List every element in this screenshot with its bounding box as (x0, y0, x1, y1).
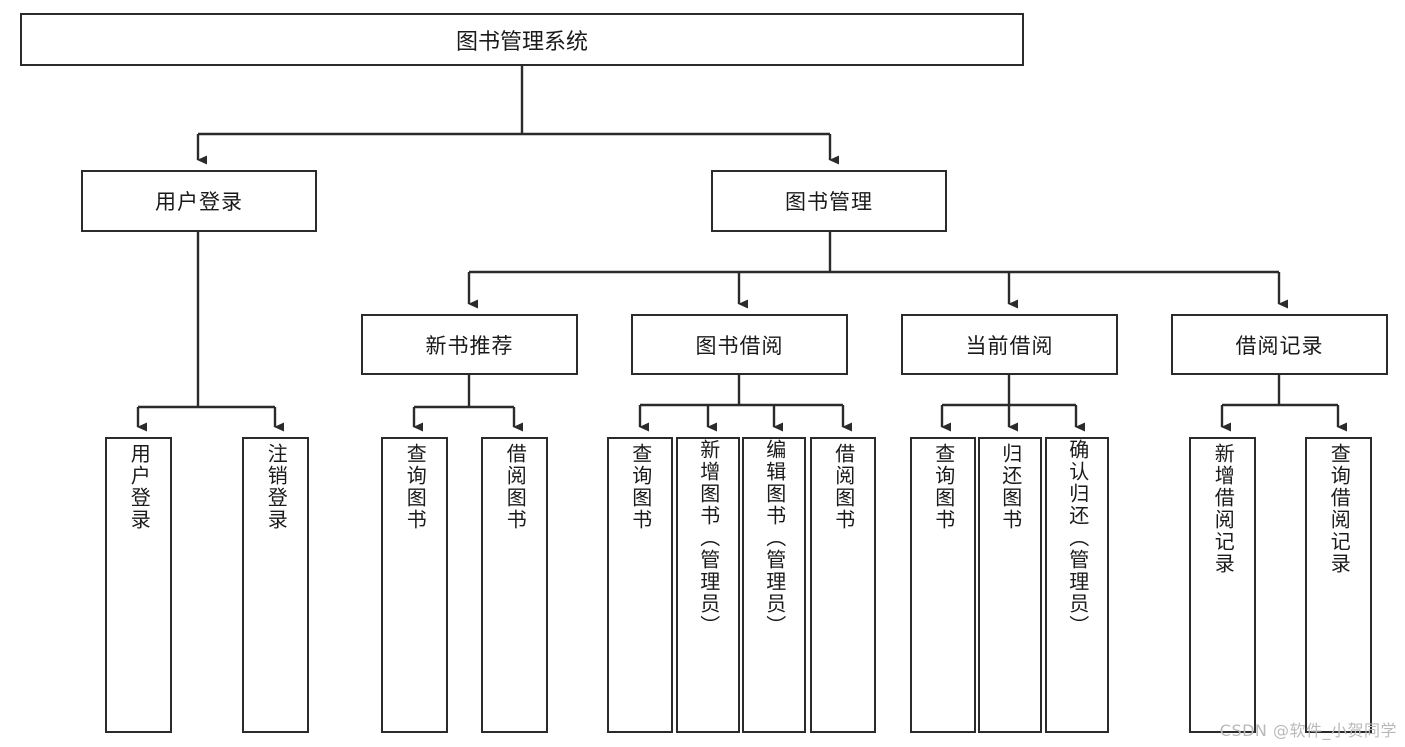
leaf-borrow-record-query[interactable]: 查询借阅记录 (1305, 437, 1372, 733)
leaf-label: 查询图书 (403, 443, 428, 531)
node-book-management-label: 图书管理 (785, 190, 873, 214)
leaf-new-book-borrow[interactable]: 借阅图书 (481, 437, 548, 733)
leaf-new-book-query[interactable]: 查询图书 (381, 437, 448, 733)
leaf-label: 编辑图书（管理员） (762, 439, 787, 637)
leaf-label: 查询图书 (931, 443, 956, 531)
leaf-label: 用户登录 (127, 443, 152, 531)
leaf-label: 查询借阅记录 (1327, 443, 1352, 575)
node-borrow-record-label: 借阅记录 (1235, 333, 1324, 358)
node-current-borrow[interactable]: 当前借阅 (901, 314, 1118, 375)
node-book-management[interactable]: 图书管理 (711, 170, 947, 232)
node-user-login-label: 用户登录 (155, 190, 243, 214)
leaf-user-login-login[interactable]: 用户登录 (105, 437, 172, 733)
leaf-borrow-record-add[interactable]: 新增借阅记录 (1189, 437, 1256, 733)
leaf-book-borrow-query[interactable]: 查询图书 (607, 437, 673, 733)
leaf-label: 借阅图书 (503, 443, 528, 531)
node-book-borrow[interactable]: 图书借阅 (631, 314, 848, 375)
leaf-label: 注销登录 (264, 443, 289, 531)
node-current-borrow-label: 当前借阅 (965, 333, 1054, 358)
leaf-book-borrow-borrow[interactable]: 借阅图书 (810, 437, 876, 733)
node-book-borrow-label: 图书借阅 (695, 333, 784, 358)
leaf-label: 新增图书（管理员） (696, 439, 721, 637)
leaf-label: 查询图书 (628, 443, 653, 531)
node-user-login[interactable]: 用户登录 (81, 170, 317, 232)
leaf-label: 确认归还（管理员） (1065, 439, 1090, 637)
node-new-book-recommend-label: 新书推荐 (425, 333, 514, 358)
leaf-current-borrow-return[interactable]: 归还图书 (978, 437, 1042, 733)
node-root-label: 图书管理系统 (455, 29, 588, 55)
watermark: CSDN @软件_小贺同学 (1219, 721, 1397, 740)
leaf-label: 归还图书 (998, 443, 1023, 531)
node-borrow-record[interactable]: 借阅记录 (1171, 314, 1388, 375)
leaf-user-login-logout[interactable]: 注销登录 (242, 437, 309, 733)
leaf-current-borrow-query[interactable]: 查询图书 (910, 437, 976, 733)
leaf-label: 借阅图书 (831, 443, 856, 531)
leaf-label: 新增借阅记录 (1211, 443, 1236, 575)
leaf-book-borrow-add[interactable]: 新增图书（管理员） (676, 437, 740, 733)
node-new-book-recommend[interactable]: 新书推荐 (361, 314, 578, 375)
node-root[interactable]: 图书管理系统 (20, 13, 1024, 66)
leaf-book-borrow-edit[interactable]: 编辑图书（管理员） (742, 437, 806, 733)
leaf-current-borrow-confirm-return[interactable]: 确认归还（管理员） (1045, 437, 1109, 733)
